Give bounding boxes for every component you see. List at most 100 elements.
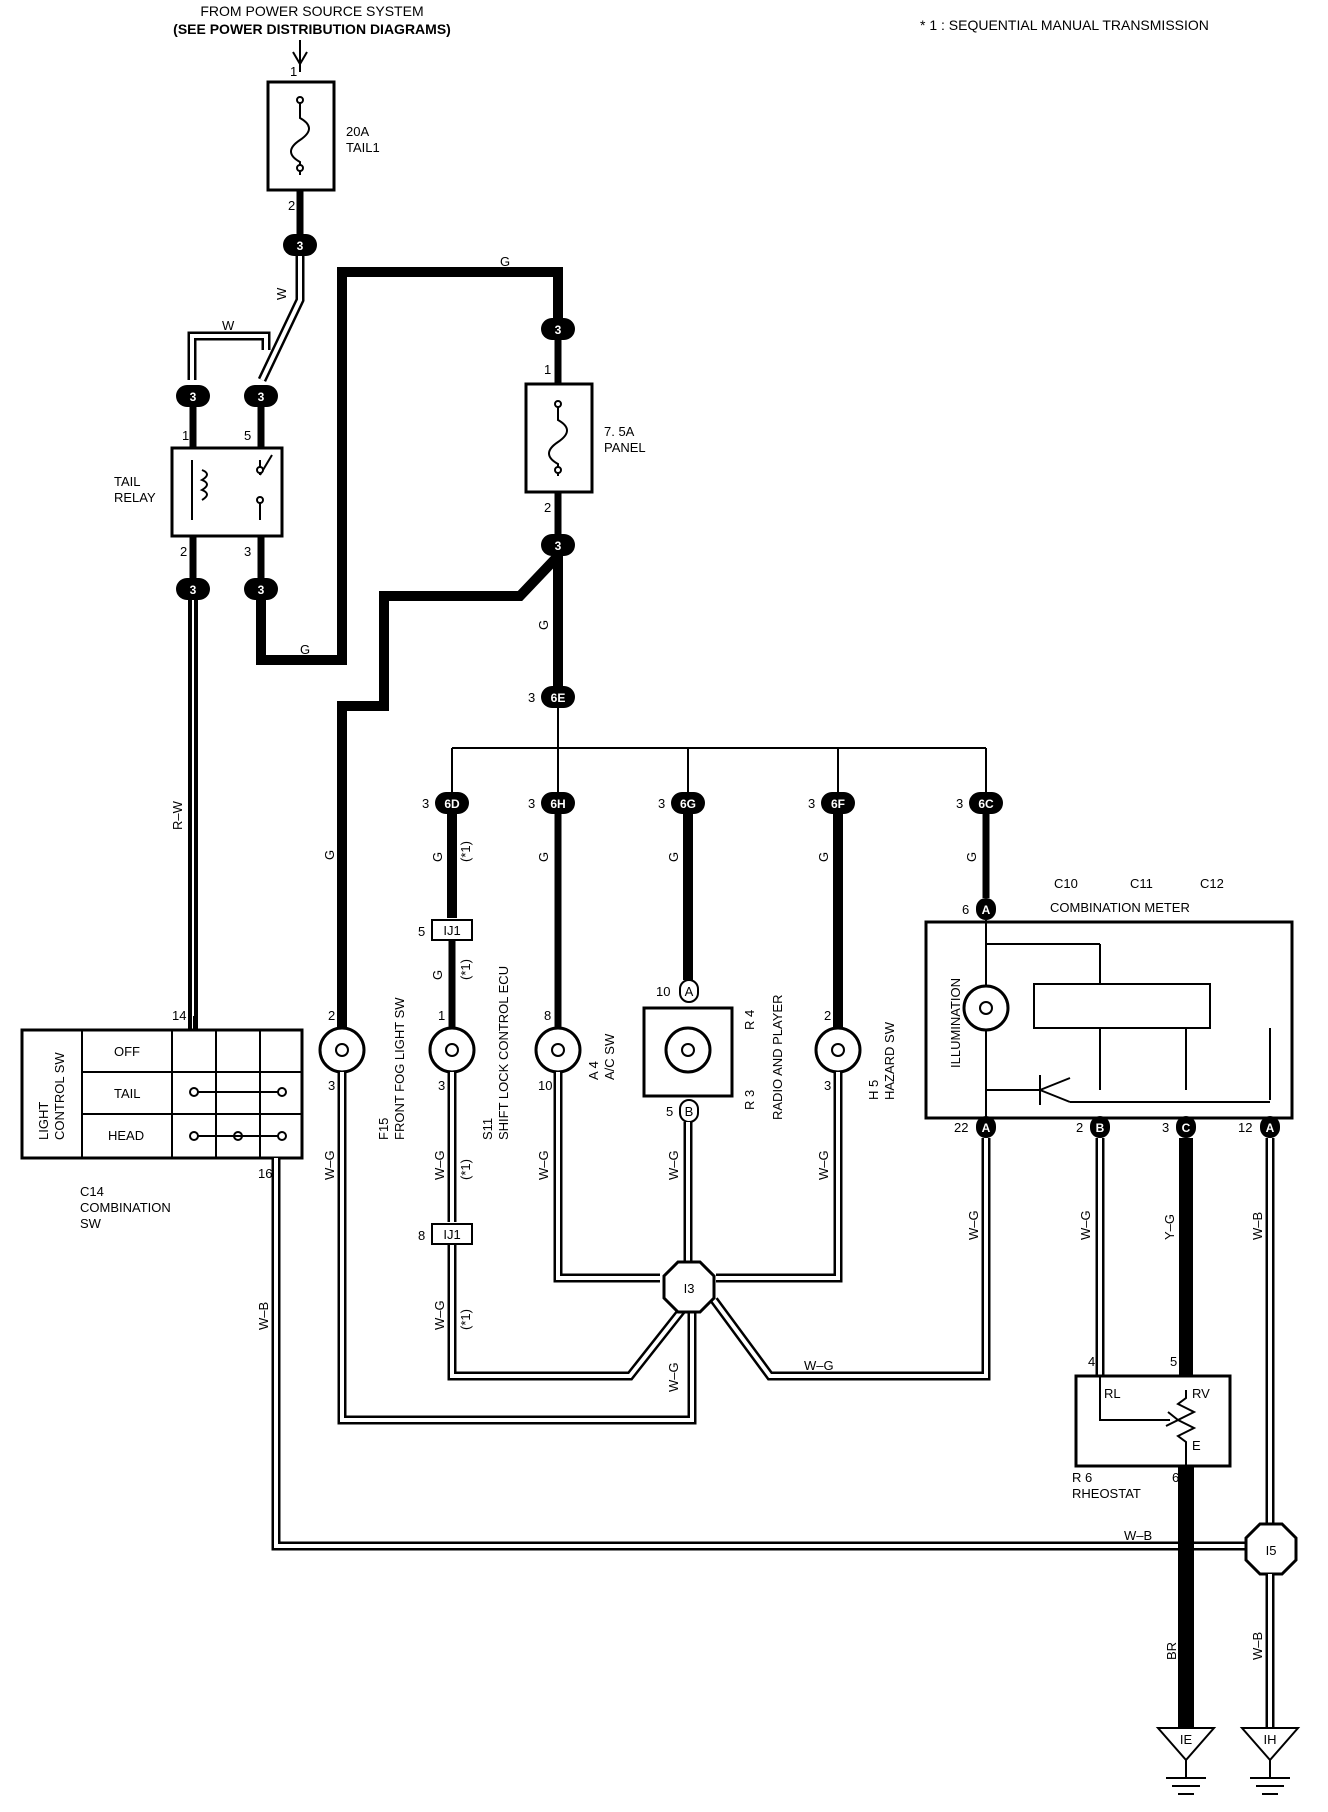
svg-text:IJ1: IJ1 (443, 923, 460, 938)
svg-text:3: 3 (258, 390, 265, 404)
svg-text:SHIFT LOCK CONTROL ECU: SHIFT LOCK CONTROL ECU (496, 966, 511, 1140)
fuse-panel-element (548, 402, 568, 476)
svg-text:A/C SW: A/C SW (602, 1033, 617, 1080)
svg-text:G: G (536, 852, 551, 862)
svg-text:W: W (274, 287, 289, 300)
svg-text:A: A (685, 984, 694, 999)
svg-text:Y–G: Y–G (1162, 1214, 1177, 1240)
svg-text:C12: C12 (1200, 876, 1224, 891)
svg-text:BR: BR (1164, 1642, 1179, 1660)
svg-text:A: A (1266, 1121, 1275, 1135)
source-line-1: FROM POWER SOURCE SYSTEM (200, 3, 423, 19)
svg-text:G: G (430, 970, 445, 980)
meter-pin-12A: A 12 (1238, 1116, 1280, 1138)
junction-I3: I3 (662, 1260, 716, 1314)
ground-IE: IE (1155, 1727, 1217, 1795)
connector-IJ1-bottom: IJ1 8 (418, 1223, 473, 1245)
svg-text:3: 3 (555, 323, 562, 337)
svg-text:6H: 6H (550, 797, 565, 811)
svg-text:3: 3 (438, 1078, 445, 1093)
svg-text:SW: SW (80, 1216, 102, 1231)
light-control-switch: LIGHT CONTROL SW OFF TAIL HEAD 14 16 C14… (20, 1008, 304, 1231)
svg-text:(*1): (*1) (458, 1159, 473, 1180)
branch-6F: 6F 3 (808, 748, 855, 814)
svg-text:A: A (982, 1121, 991, 1135)
wire-g-tail-to-panel (256, 267, 563, 665)
fuse-panel-rating: 7. 5A (604, 424, 635, 439)
svg-text:1: 1 (544, 362, 551, 377)
svg-text:C14: C14 (80, 1184, 104, 1199)
svg-text:10: 10 (656, 984, 670, 999)
svg-text:6D: 6D (444, 797, 460, 811)
svg-text:G: G (816, 852, 831, 862)
fuse-panel-name: PANEL (604, 440, 646, 455)
svg-text:5: 5 (666, 1104, 673, 1119)
svg-text:W–G: W–G (666, 1362, 681, 1392)
svg-text:W–B: W–B (1250, 1212, 1265, 1240)
svg-text:FRONT FOG LIGHT SW: FRONT FOG LIGHT SW (392, 997, 407, 1140)
svg-text:W–G: W–G (432, 1150, 447, 1180)
branch-6H: 6H 3 (528, 748, 575, 814)
svg-text:(*1): (*1) (458, 959, 473, 980)
svg-text:W–B: W–B (1124, 1528, 1152, 1543)
fuse-tail1-rating: 20A (346, 124, 369, 139)
svg-text:2: 2 (328, 1008, 335, 1023)
svg-text:W: W (222, 318, 235, 333)
svg-text:IE: IE (1180, 1732, 1193, 1747)
svg-text:2: 2 (288, 198, 295, 213)
svg-text:1: 1 (290, 64, 297, 79)
svg-text:W–G: W–G (966, 1210, 981, 1240)
svg-text:2: 2 (544, 500, 551, 515)
combo-meter-title: COMBINATION METER (1050, 900, 1190, 915)
svg-text:W–G: W–G (1078, 1210, 1093, 1240)
svg-text:3: 3 (555, 539, 562, 553)
connector-IJ1-top: IJ1 5 (418, 919, 473, 941)
svg-text:3: 3 (244, 544, 251, 559)
svg-text:3: 3 (328, 1078, 335, 1093)
svg-text:3: 3 (658, 796, 665, 811)
svg-text:3: 3 (422, 796, 429, 811)
svg-text:COMBINATION: COMBINATION (80, 1200, 171, 1215)
connector-6E: 6E (541, 686, 575, 708)
svg-text:G: G (500, 254, 510, 269)
fuse-tail1-element (290, 100, 310, 175)
svg-text:6E: 6E (551, 691, 566, 705)
svg-text:HEAD: HEAD (108, 1128, 144, 1143)
connector-3-tail-fuse: 3 (283, 234, 317, 256)
svg-text:ILLUMINATION: ILLUMINATION (948, 978, 963, 1068)
svg-text:2: 2 (1076, 1120, 1083, 1135)
svg-text:C11: C11 (1130, 876, 1153, 891)
svg-text:8: 8 (544, 1008, 551, 1023)
svg-text:LIGHT: LIGHT (36, 1102, 51, 1140)
svg-text:R 3: R 3 (742, 1090, 757, 1110)
connector-3-relay-pin2: 3 (176, 578, 210, 600)
svg-text:G: G (322, 850, 337, 860)
relay-coil (199, 469, 208, 501)
svg-text:B: B (685, 1104, 694, 1119)
meter-pin-2B: B 2 (1076, 1116, 1110, 1138)
fuse-tail1-name: TAIL1 (346, 140, 380, 155)
svg-text:3: 3 (190, 583, 197, 597)
svg-text:IH: IH (1264, 1732, 1277, 1747)
svg-text:G: G (666, 852, 681, 862)
svg-text:3: 3 (808, 796, 815, 811)
svg-text:C10: C10 (1054, 876, 1078, 891)
svg-text:6G: 6G (680, 797, 696, 811)
svg-text:3: 3 (528, 796, 535, 811)
svg-text:5: 5 (418, 924, 425, 939)
svg-text:6C: 6C (978, 797, 994, 811)
svg-text:IJ1: IJ1 (443, 1227, 460, 1242)
svg-text:W–G: W–G (432, 1300, 447, 1330)
tail-relay (170, 446, 284, 538)
svg-text:W–G: W–G (816, 1150, 831, 1180)
source-line-2: (SEE POWER DISTRIBUTION DIAGRAMS) (173, 21, 451, 37)
svg-text:(*1): (*1) (458, 1309, 473, 1330)
svg-text:2: 2 (824, 1008, 831, 1023)
branch-6C: 6C 3 (956, 748, 1003, 814)
connector-3-relay-pin3: 3 (244, 578, 278, 600)
svg-text:3: 3 (824, 1078, 831, 1093)
svg-text:8: 8 (418, 1228, 425, 1243)
svg-text:G: G (430, 852, 445, 862)
ground-IH: IH (1239, 1727, 1301, 1795)
